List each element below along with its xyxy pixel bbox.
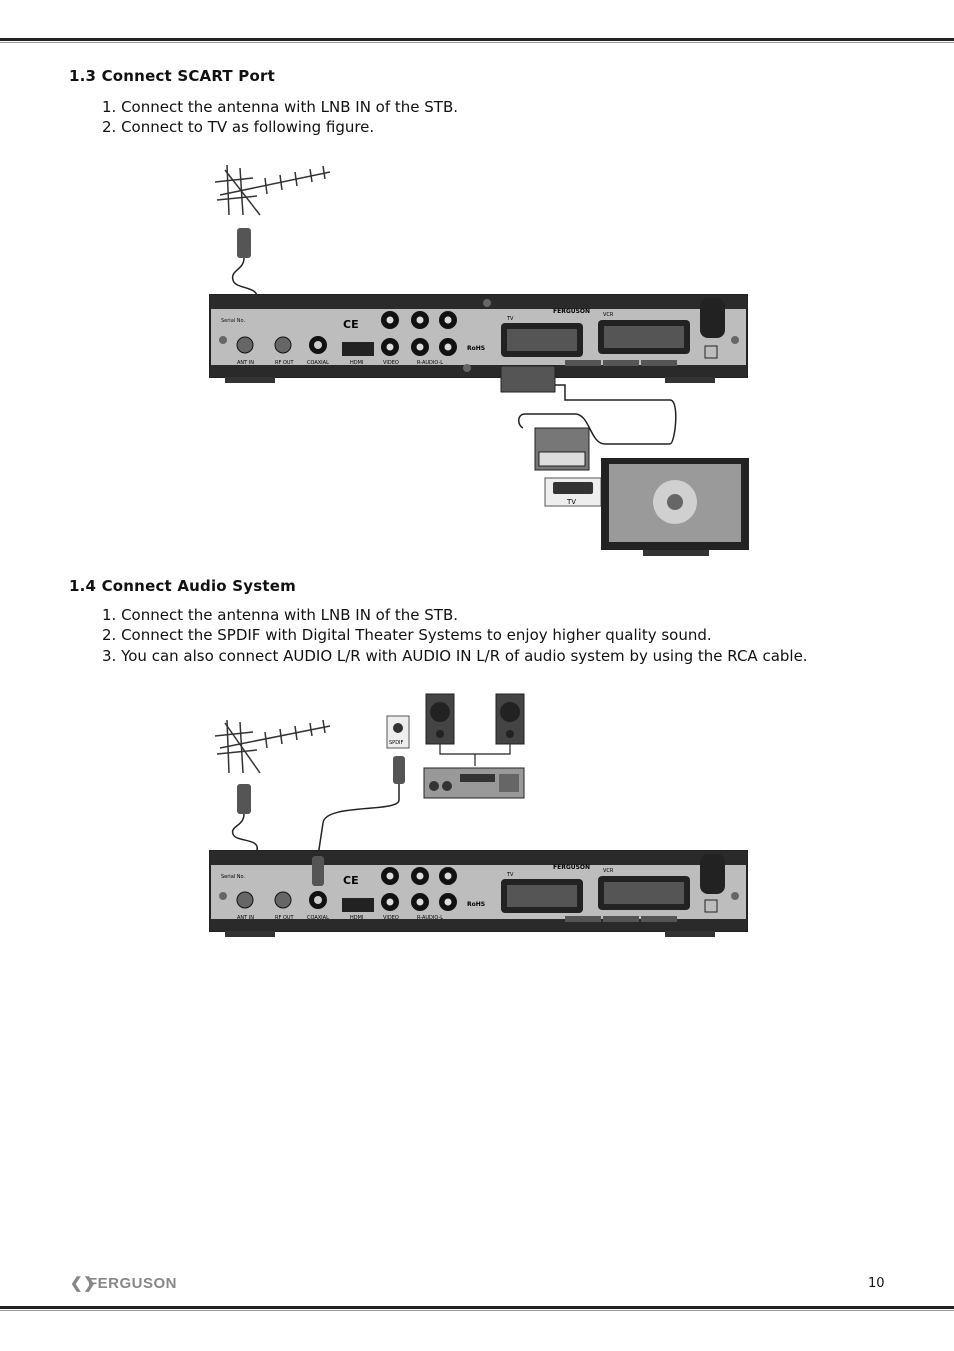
spdif-label: SPDIF [389, 740, 404, 746]
brand-label: FERGUSON [553, 864, 590, 871]
footer-logo-text: FERGUSON [88, 1275, 178, 1292]
audio-receiver-icon [423, 767, 525, 799]
top-rule [0, 38, 954, 41]
brand-label: FERGUSON [553, 308, 590, 315]
rf-out-label: RF OUT [275, 360, 295, 366]
coaxial-label: COAXIAL [307, 915, 329, 921]
hdmi-label: HDMI [350, 360, 363, 366]
section-heading-scart: 1.3 Connect SCART Port [69, 67, 275, 85]
hdmi-label: HDMI [350, 915, 363, 921]
video-label: VIDEO [383, 915, 399, 921]
vcr-scart-label: VCR [603, 868, 614, 874]
vcr-scart-label: VCR [603, 312, 614, 318]
audio-connection-figure: SPDIF Serial No. ANT IN RF OUT COAXIAL C… [209, 693, 748, 937]
tv-scart-label: TV [506, 872, 514, 878]
speaker-icon [425, 693, 455, 745]
section-heading-audio: 1.4 Connect Audio System [69, 577, 296, 595]
rohs-label: RoHS [467, 901, 485, 908]
rohs-label: RoHS [467, 345, 485, 352]
list-item: 1. Connect the antenna with LNB IN of th… [102, 98, 459, 116]
list-item: 3. You can also connect AUDIO L/R with A… [102, 647, 808, 665]
footer-logo: ❮❯FERGUSON [70, 1274, 177, 1292]
list-item: 2. Connect to TV as following figure. [102, 118, 375, 136]
antenna-icon [214, 719, 331, 774]
antenna-icon [214, 164, 331, 216]
list-item: 2. Connect the SPDIF with Digital Theate… [102, 626, 712, 644]
set-top-box-rear: Serial No. ANT IN RF OUT COAXIAL CE HDMI… [209, 850, 748, 937]
set-top-box-rear: Serial No. ANT IN RF OUT COAXIAL CE HDMI… [209, 294, 748, 383]
rf-out-label: RF OUT [275, 915, 295, 921]
list-item: 1. Connect the antenna with LNB IN of th… [102, 606, 459, 624]
scart-steps: 1. Connect the antenna with LNB IN of th… [102, 97, 458, 137]
page-number: 10 [868, 1276, 885, 1291]
bottom-rule [0, 1306, 954, 1309]
top-rule-thin [0, 42, 954, 43]
coaxial-label: COAXIAL [307, 360, 329, 366]
video-label: VIDEO [383, 360, 399, 366]
ferguson-logo-icon: ❮❯ [70, 1275, 97, 1292]
ant-in-label: ANT IN [237, 360, 254, 366]
serial-label: Serial No. [221, 874, 245, 880]
svg-text:CE: CE [343, 874, 359, 887]
serial-label: Serial No. [221, 318, 245, 324]
speaker-icon [495, 693, 525, 745]
svg-text:CE: CE [343, 318, 359, 331]
audio-label: R-AUDIO-L [417, 915, 443, 921]
tv-scart-label: TV [506, 316, 514, 322]
scart-connection-figure: Serial No. ANT IN RF OUT COAXIAL CE HDMI… [209, 164, 749, 556]
television-icon [601, 458, 749, 556]
tv-socket-label: TV [566, 498, 576, 506]
ant-in-label: ANT IN [237, 915, 254, 921]
audio-steps: 1. Connect the antenna with LNB IN of th… [102, 605, 808, 666]
bottom-rule-thin [0, 1310, 954, 1311]
audio-label: R-AUDIO-L [417, 360, 443, 366]
